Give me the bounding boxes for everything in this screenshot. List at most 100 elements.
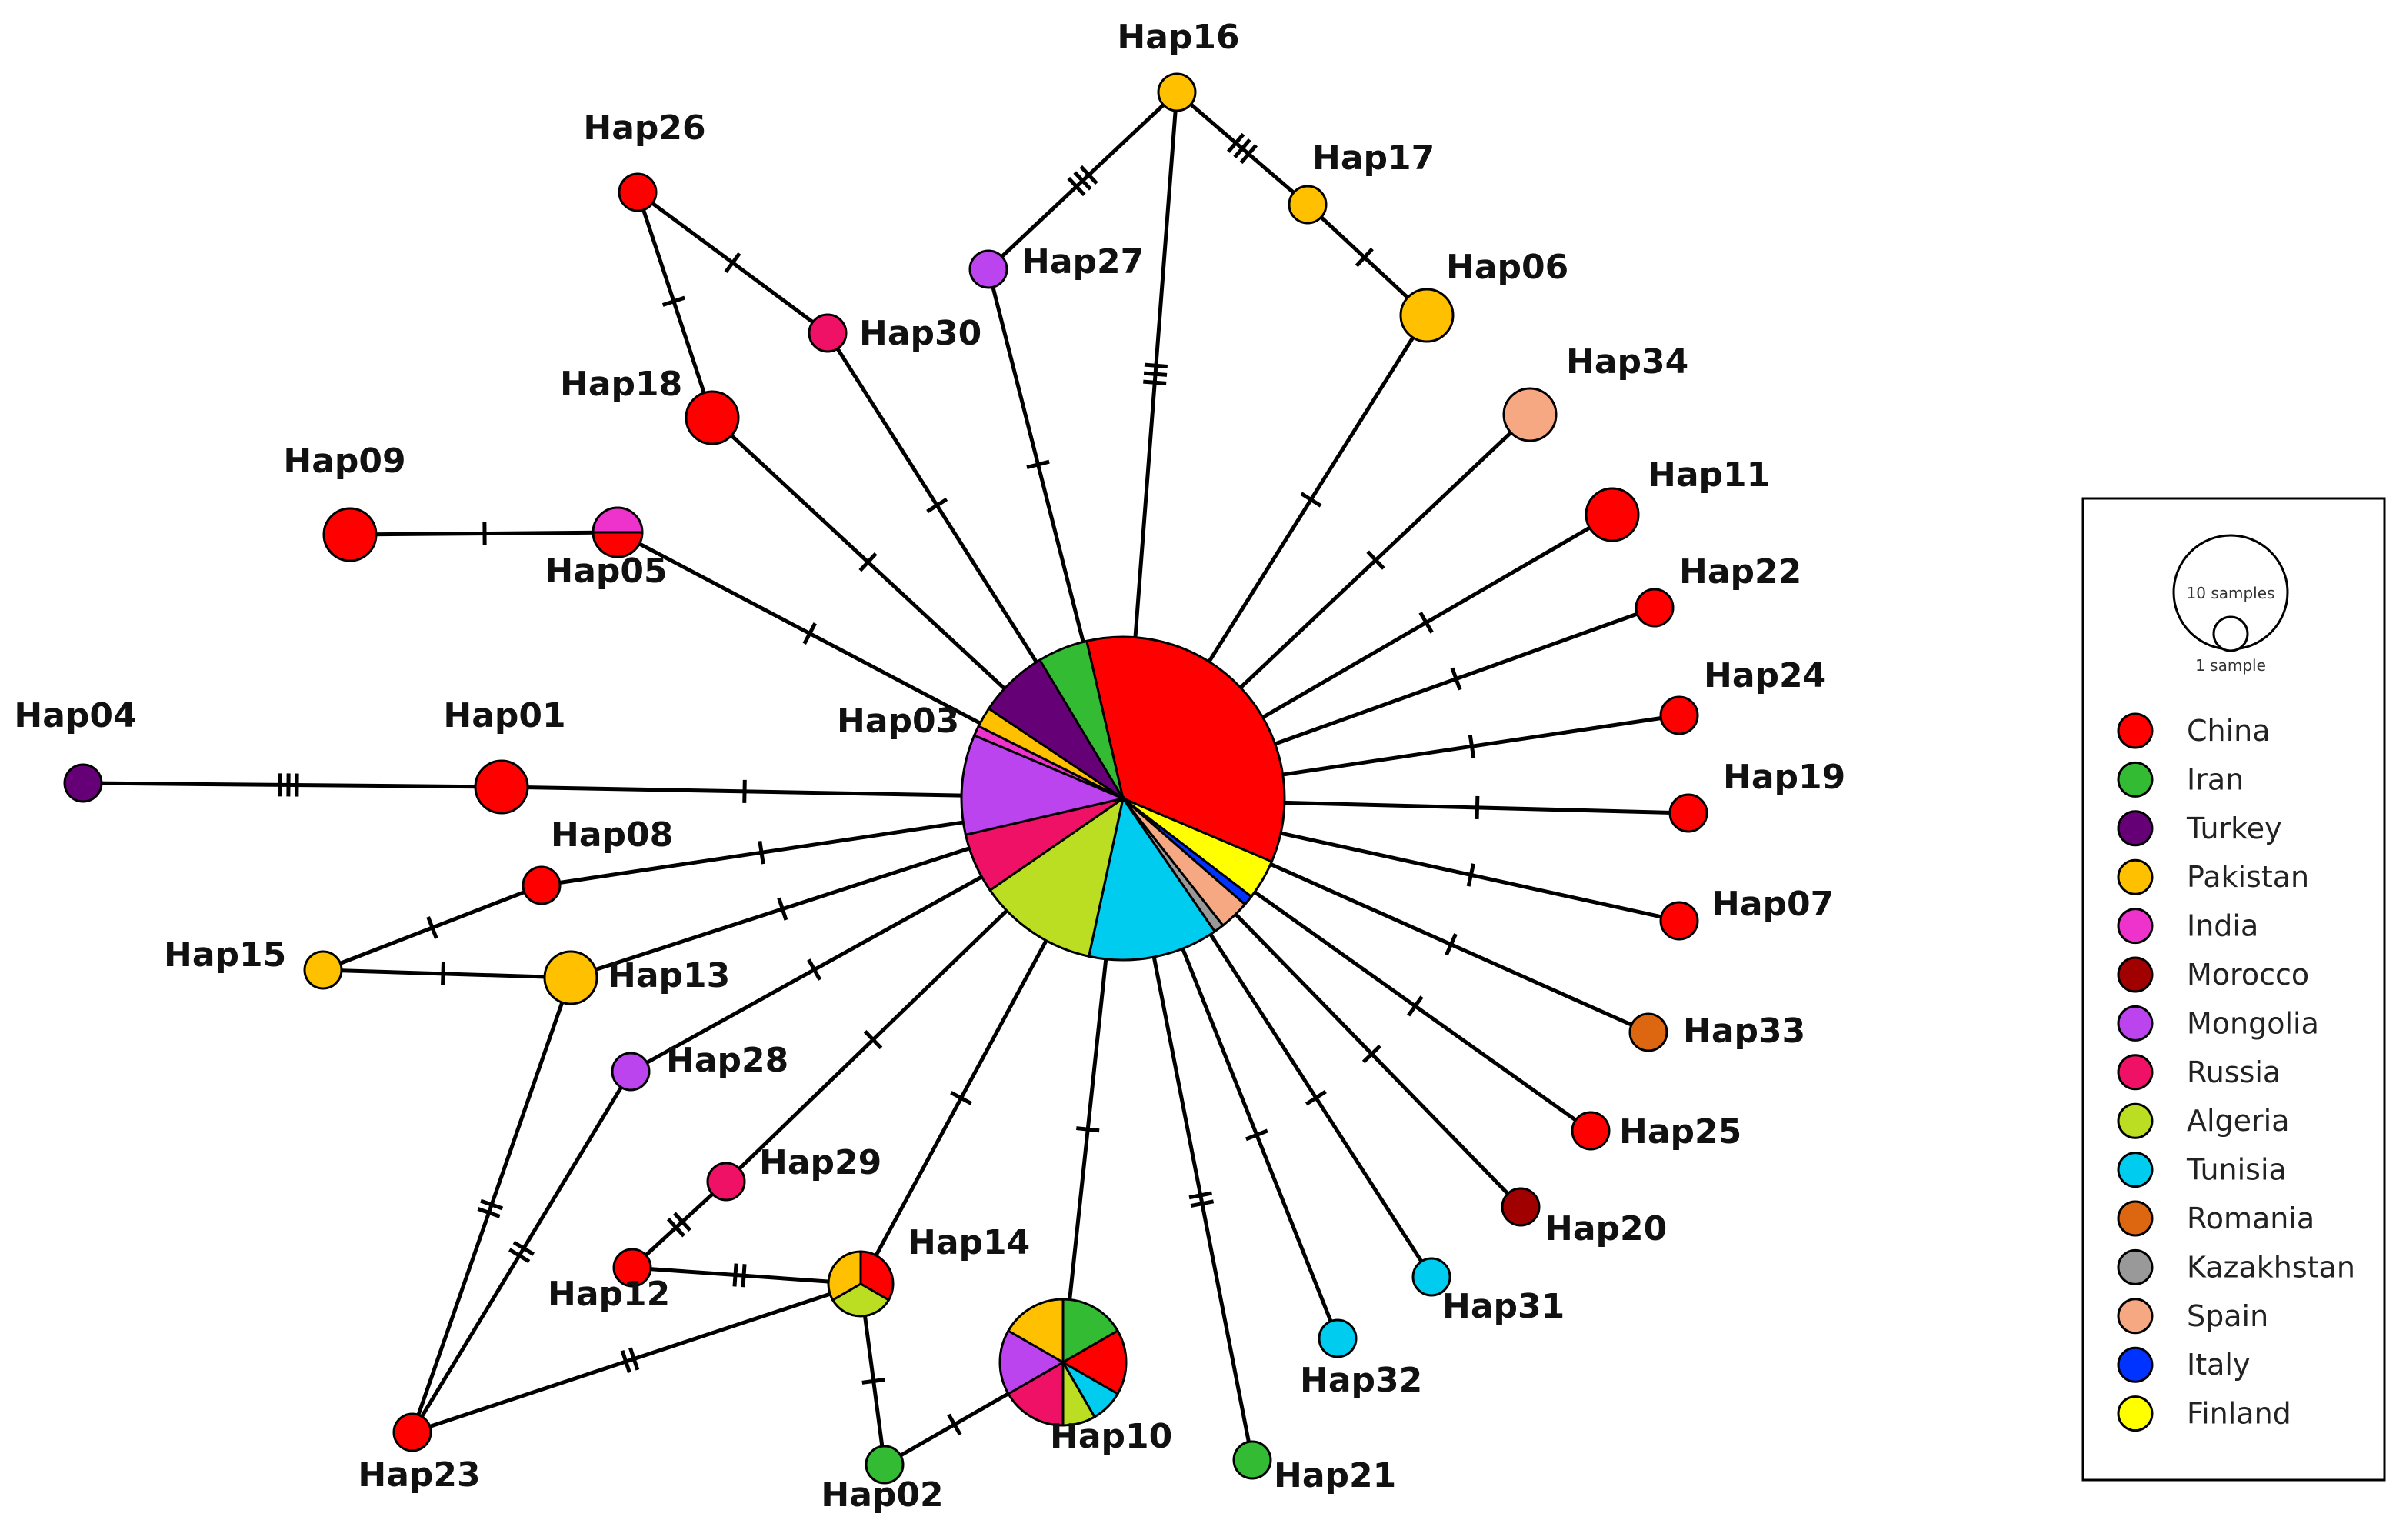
mutation-tick (1073, 171, 1092, 191)
mutation-tick (666, 1217, 685, 1238)
label-hap32: Hap32 (1300, 1361, 1422, 1400)
label-hap29: Hap29 (759, 1143, 881, 1182)
scale-small-label: 1 sample (2195, 656, 2266, 675)
edge-line (82, 781, 502, 789)
legend-item-turkey: Turkey (2117, 810, 2282, 847)
mutation-tick (741, 1264, 747, 1288)
node-hap11 (1585, 487, 1640, 542)
pie-slice-algeria (988, 795, 1125, 958)
mutation-tick (1468, 735, 1476, 758)
mutation-tick (661, 295, 685, 307)
scale-large-label: 10 samples (2187, 584, 2275, 602)
mutation-tick (926, 497, 948, 514)
edge-Hap27-Hap16 (987, 91, 1178, 271)
legend-swatch (2117, 956, 2154, 993)
node-hap28 (611, 1052, 651, 1092)
label-hap13: Hap13 (608, 956, 730, 995)
pie-slice-iran (1061, 1298, 1120, 1365)
legend-swatch (2117, 712, 2154, 749)
mutation-tick (1300, 492, 1322, 508)
mutation-tick (1475, 795, 1480, 819)
legend-label: Kazakhstan (2187, 1250, 2355, 1284)
node-circle (1585, 487, 1640, 542)
mutation-tick (732, 1263, 738, 1287)
legend-item-finland: Finland (2117, 1395, 2291, 1432)
label-hap27: Hap27 (1021, 242, 1144, 282)
edge-line (410, 1070, 633, 1434)
legend-swatch (2117, 761, 2154, 798)
legend-swatch (2117, 908, 2154, 945)
mutation-tick (1450, 667, 1462, 691)
label-hap19: Hap19 (1723, 758, 1845, 797)
node-circle (1502, 387, 1558, 442)
legend-item-mongolia: Mongolia (2117, 1005, 2319, 1042)
legend-label: Iran (2187, 762, 2244, 796)
edge-Hap26-Hap30 (636, 190, 829, 335)
label-hap11: Hap11 (1648, 455, 1770, 495)
legend-item-italy: Italy (2117, 1346, 2250, 1383)
pie-slice-india (592, 506, 644, 534)
mutation-tick (758, 841, 765, 865)
edge-Hap09-Hap05 (349, 522, 618, 545)
node-circle (543, 950, 598, 1005)
legend-item-algeria: Algeria (2117, 1102, 2290, 1139)
node-hap10 (998, 1298, 1128, 1427)
pie-slice-tunisia (1087, 795, 1217, 962)
edge-Hap28-Hap23 (410, 1070, 633, 1434)
node-circle (612, 1248, 652, 1288)
mutation-tick (724, 252, 741, 274)
legend-label: India (2187, 909, 2258, 943)
node-hap30 (808, 313, 848, 353)
legend-label: Turkey (2186, 812, 2282, 845)
label-hap15: Hap15 (164, 935, 286, 975)
label-hap01: Hap01 (443, 696, 565, 735)
node-hap25 (1571, 1111, 1611, 1151)
edge-line (631, 1265, 861, 1286)
legend-item-china: China (2117, 712, 2271, 749)
node-circle (618, 172, 658, 212)
node-circle (1628, 1012, 1668, 1052)
pie-slice-mongolia (960, 733, 1127, 837)
node-circle (611, 1052, 651, 1092)
edge-Hap04-Hap01 (82, 773, 502, 797)
mutation-tick (1190, 1199, 1215, 1208)
label-hap06: Hap06 (1446, 248, 1568, 287)
legend-swatch (2117, 1395, 2154, 1432)
mutation-tick (802, 622, 817, 645)
node-hap08 (522, 865, 562, 905)
node-circle (474, 759, 529, 815)
edge-line (631, 1180, 728, 1269)
node-circle (522, 865, 562, 905)
mutation-tick (1233, 138, 1251, 159)
node-hap22 (1635, 588, 1675, 628)
mutation-tick (477, 1207, 501, 1218)
mutation-tick (1143, 371, 1168, 377)
pie-slice-china (1061, 1328, 1128, 1396)
node-hap33 (1628, 1012, 1668, 1052)
mutation-tick (1076, 1126, 1100, 1133)
mutation-tick (1305, 1089, 1327, 1106)
legend-item-russia: Russia (2117, 1054, 2281, 1091)
mutation-tick (777, 897, 788, 921)
node-hap29 (706, 1162, 746, 1202)
node-circle (865, 1445, 905, 1485)
label-hap22: Hap22 (1679, 552, 1801, 592)
legend-label: Spain (2187, 1299, 2268, 1333)
node-circle (1399, 288, 1455, 343)
label-hap33: Hap33 (1683, 1012, 1805, 1051)
legend-label: Tunisia (2186, 1153, 2287, 1187)
legend-swatch (2117, 1298, 2154, 1335)
mutation-tick (620, 1350, 631, 1374)
edge-Hap12-Hap14 (631, 1263, 861, 1288)
mutation-tick (426, 916, 438, 939)
edge-Hap12-Hap29 (631, 1180, 728, 1269)
node-hap23 (392, 1412, 432, 1452)
pie-slice-pakistan (1006, 1298, 1065, 1365)
label-hap20: Hap20 (1545, 1209, 1667, 1248)
node-hap27 (968, 249, 1008, 289)
mutation-tick (1466, 863, 1475, 887)
mutation-tick (441, 962, 445, 985)
legend-swatch (2117, 1054, 2154, 1091)
legend-item-india: India (2117, 908, 2258, 945)
